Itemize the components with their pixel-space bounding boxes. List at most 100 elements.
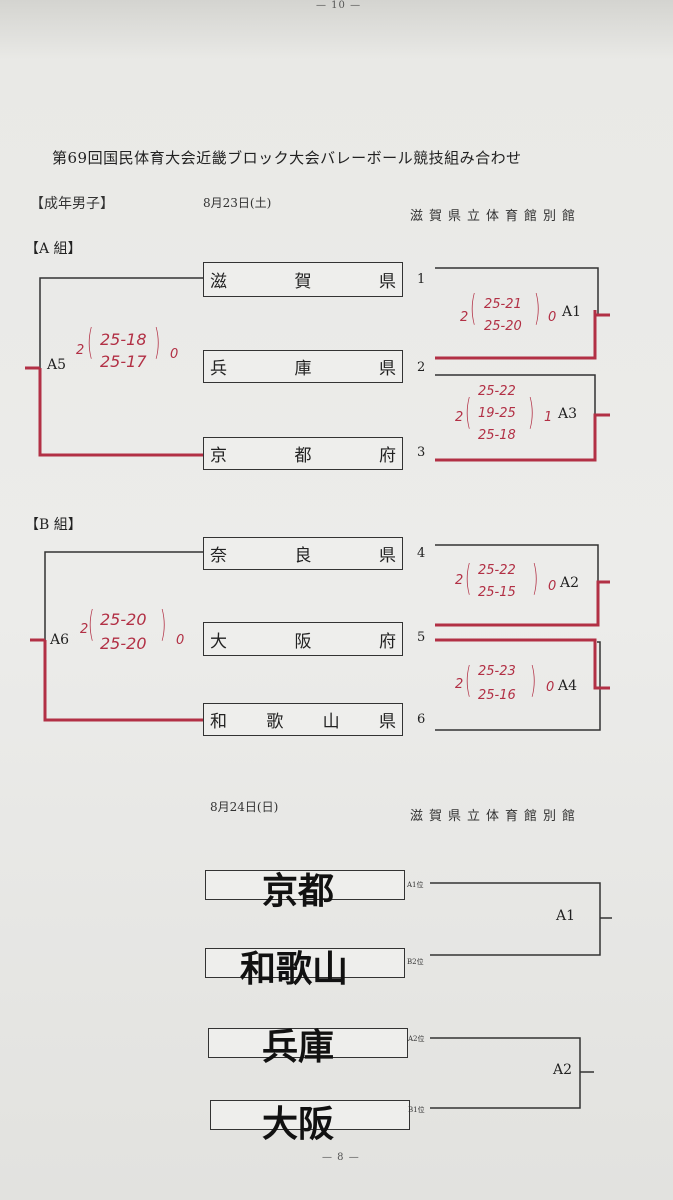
day2-match-a1: A1 <box>556 908 576 924</box>
team-char: 庫 <box>294 359 312 379</box>
team-number-4: 4 <box>417 546 426 561</box>
paren-open: ( <box>88 604 95 645</box>
score-a5-right: 0 <box>170 347 179 362</box>
score-a3-set2: 19-25 <box>478 406 516 421</box>
match-label-a3: A3 <box>558 406 578 422</box>
score-a3-set1: 25-22 <box>478 384 516 399</box>
team-number-5: 5 <box>417 630 426 645</box>
day2-match-a2: A2 <box>553 1062 573 1078</box>
match-label-a5: A5 <box>47 357 67 373</box>
team-box-wakayama: 和 歌 山 県 <box>203 703 403 736</box>
team-box-hyogo: 兵 庫 県 <box>203 350 403 383</box>
score-a2-right: 0 <box>548 579 557 594</box>
paren-close: ) <box>528 392 535 433</box>
score-a6-set2: 25-20 <box>100 634 147 653</box>
team-char: 歌 <box>266 712 284 732</box>
match-label-a6: A6 <box>50 632 70 648</box>
group-b-label: 【B 組】 <box>25 517 82 533</box>
slot-box-3 <box>208 1028 408 1058</box>
team-name-wakayama: 和 歌 山 県 <box>204 704 402 735</box>
top-page-number: — 10 — <box>316 0 362 11</box>
team-char: 府 <box>379 446 396 466</box>
team-char: 大 <box>210 631 227 652</box>
team-number-6: 6 <box>417 712 426 727</box>
group-a-label: 【A 組】 <box>25 241 82 257</box>
team-name-shiga: 滋 賀 県 <box>204 263 402 296</box>
score-a3-set3: 25-18 <box>478 428 516 443</box>
match-label-a1: A1 <box>562 304 582 320</box>
score-a4-right: 0 <box>546 680 555 695</box>
paren-open: ( <box>465 558 472 599</box>
score-a1-set2: 25-20 <box>484 319 522 334</box>
team-box-osaka: 大 阪 府 <box>203 622 403 656</box>
team-char: 都 <box>294 446 312 466</box>
paren-open: ( <box>470 288 477 329</box>
slot-team-2: 和歌山 <box>240 949 349 990</box>
slot-box-4 <box>210 1100 410 1130</box>
slot-seed-3: A2位 <box>408 1035 425 1043</box>
team-char: 府 <box>379 631 396 652</box>
score-a4-set1: 25-23 <box>478 664 516 679</box>
team-char: 和 <box>210 712 227 732</box>
team-char: 阪 <box>294 631 312 652</box>
score-a5-left: 2 <box>76 343 85 358</box>
score-a5-set1: 25-18 <box>100 330 147 349</box>
slot-box-1 <box>205 870 405 900</box>
day1-date: 8月23日(土) <box>203 196 272 210</box>
slot-box-2 <box>205 948 405 978</box>
score-a4-left: 2 <box>455 677 464 692</box>
match-label-a4: A4 <box>558 678 578 694</box>
team-char: 県 <box>378 712 396 732</box>
score-a6-left: 2 <box>80 622 89 637</box>
score-a2-set2: 25-15 <box>478 585 516 600</box>
team-box-kyoto: 京 都 府 <box>203 437 403 470</box>
paren-close: ) <box>534 288 541 329</box>
bottom-page-number: — 8 — <box>322 1152 360 1163</box>
score-a4-set2: 25-16 <box>478 688 516 703</box>
score-a5-set2: 25-17 <box>100 352 147 371</box>
paren-open: ( <box>465 660 472 701</box>
slot-team-4: 大阪 <box>262 1104 335 1145</box>
score-a3-left: 2 <box>455 410 464 425</box>
paren-open: ( <box>87 322 94 363</box>
day2-date: 8月24日(日) <box>210 800 279 814</box>
day2-venue: 滋賀県立体育館別館 <box>410 809 582 824</box>
team-number-2: 2 <box>417 360 426 375</box>
slot-team-3: 兵庫 <box>262 1027 335 1068</box>
team-name-osaka: 大 阪 府 <box>204 623 402 655</box>
category-label: 【成年男子】 <box>30 196 114 212</box>
team-number-3: 3 <box>417 445 426 460</box>
document-title: 第69回国民体育大会近畿ブロック大会バレーボール競技組み合わせ <box>52 149 522 167</box>
paren-close: ) <box>530 660 537 701</box>
team-char: 奈 <box>210 546 227 566</box>
paren-close: ) <box>160 604 167 645</box>
paren-close: ) <box>532 558 539 599</box>
slot-seed-4: B1位 <box>408 1106 425 1114</box>
team-box-nara: 奈 良 県 <box>203 537 403 570</box>
team-char: 県 <box>379 272 396 292</box>
team-char: 県 <box>379 546 396 566</box>
team-number-1: 1 <box>417 272 426 287</box>
team-box-shiga: 滋 賀 県 <box>203 262 403 297</box>
score-a1-right: 0 <box>548 310 557 325</box>
team-char: 山 <box>322 712 340 732</box>
team-name-hyogo: 兵 庫 県 <box>204 351 402 382</box>
score-a6-right: 0 <box>176 633 185 648</box>
team-char: 滋 <box>210 272 227 292</box>
score-a1-set1: 25-21 <box>484 297 522 312</box>
slot-team-1: 京都 <box>262 871 335 912</box>
paren-close: ) <box>154 322 161 363</box>
score-a2-left: 2 <box>455 573 464 588</box>
day1-venue: 滋賀県立体育館別館 <box>410 209 582 224</box>
team-char: 京 <box>210 446 227 466</box>
score-a1-left: 2 <box>460 310 469 325</box>
match-label-a2: A2 <box>560 575 580 591</box>
score-a3-right: 1 <box>544 410 553 425</box>
paren-open: ( <box>465 392 472 433</box>
team-char: 賀 <box>294 272 312 292</box>
team-name-nara: 奈 良 県 <box>204 538 402 569</box>
slot-seed-1: A1位 <box>407 881 424 889</box>
team-name-kyoto: 京 都 府 <box>204 438 402 469</box>
